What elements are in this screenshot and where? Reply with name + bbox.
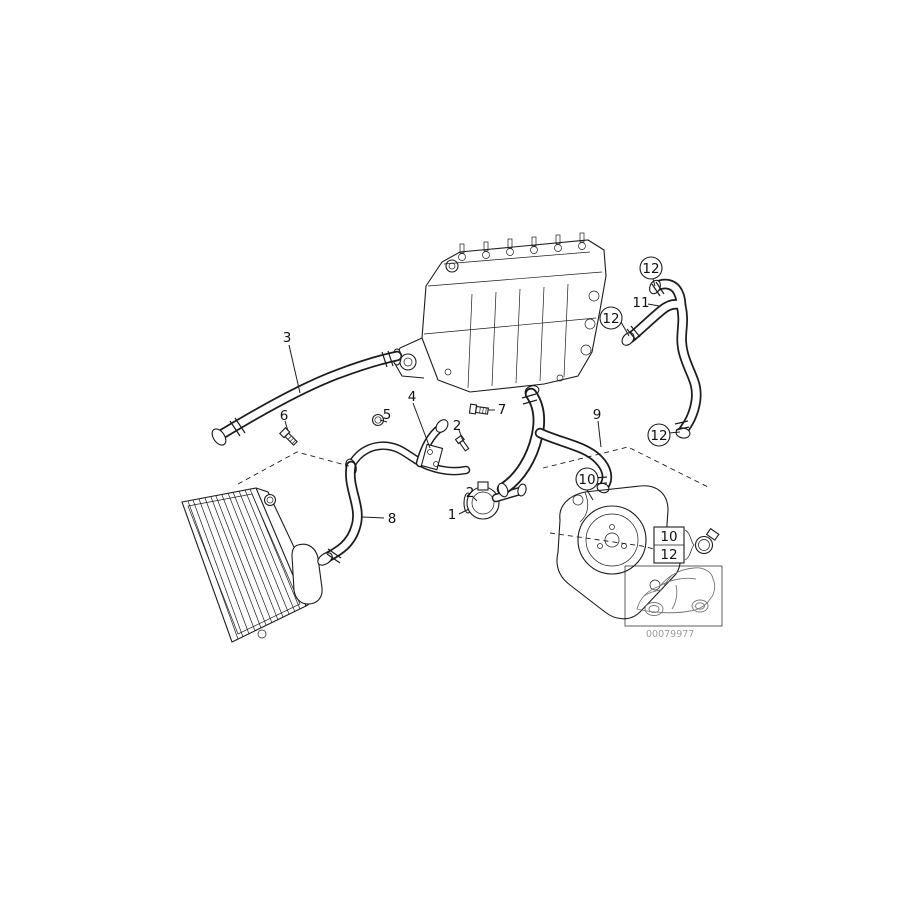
callout-6: 6 bbox=[280, 408, 289, 424]
callout-10-circled: 10 bbox=[575, 467, 599, 491]
callout-8: 8 bbox=[388, 511, 397, 527]
engine-cylinder-head bbox=[392, 232, 607, 397]
oil-cap bbox=[445, 259, 459, 273]
part-number: 00079977 bbox=[646, 629, 694, 640]
coolant-pipe-assembly bbox=[345, 413, 471, 476]
expansion-tank bbox=[291, 543, 323, 605]
callout-2b: 2 bbox=[466, 485, 475, 501]
callout-1: 1 bbox=[448, 507, 457, 523]
drain-plug bbox=[257, 629, 267, 639]
hose-8 bbox=[317, 460, 363, 566]
callout-7: 7 bbox=[498, 402, 507, 418]
callouts: 1 2 2 3 4 5 6 7 8 9 11 10 12 12 12 bbox=[280, 256, 671, 527]
callout-2a: 2 bbox=[453, 418, 462, 434]
callout-4: 4 bbox=[408, 389, 417, 405]
thermostat-housing bbox=[463, 481, 527, 520]
intake-ports bbox=[580, 290, 600, 356]
svg-text:12: 12 bbox=[650, 428, 667, 444]
svg-text:12: 12 bbox=[642, 261, 659, 277]
car-front-wheel bbox=[691, 599, 709, 613]
radiator bbox=[181, 487, 323, 643]
head-fins bbox=[467, 283, 569, 389]
callout-12c-circled: 12 bbox=[647, 423, 671, 447]
legend-row1: 10 bbox=[660, 529, 677, 545]
callout-12b-circled: 12 bbox=[599, 306, 623, 330]
legend-row2: 12 bbox=[660, 547, 677, 563]
svg-text:10: 10 bbox=[578, 472, 595, 488]
callout-9: 9 bbox=[593, 407, 602, 423]
hose-9 bbox=[534, 427, 613, 494]
callout-3: 3 bbox=[283, 330, 292, 346]
radiator-core-fins bbox=[187, 488, 301, 640]
bolt-6 bbox=[279, 427, 298, 446]
bolt-7 bbox=[468, 403, 489, 415]
injector-row bbox=[458, 232, 586, 261]
callout-12a-circled: 12 bbox=[639, 256, 663, 280]
callout-11: 11 bbox=[632, 295, 649, 311]
hose-clamp-icon bbox=[694, 527, 720, 555]
hose-11 bbox=[621, 278, 702, 439]
car-thumbnail bbox=[624, 565, 723, 627]
filler-neck bbox=[263, 493, 277, 507]
callout-5: 5 bbox=[383, 407, 392, 423]
alignment-dashes bbox=[237, 446, 709, 550]
pipe-bracket bbox=[420, 443, 444, 471]
car-rear-wheel bbox=[644, 602, 664, 616]
svg-text:12: 12 bbox=[602, 311, 619, 327]
leader-lines bbox=[284, 278, 681, 519]
legend-bracket bbox=[684, 529, 695, 561]
bolt-2a bbox=[454, 434, 470, 452]
hose-upper-radiator bbox=[211, 350, 403, 446]
legend-box: 10 12 bbox=[653, 526, 720, 564]
